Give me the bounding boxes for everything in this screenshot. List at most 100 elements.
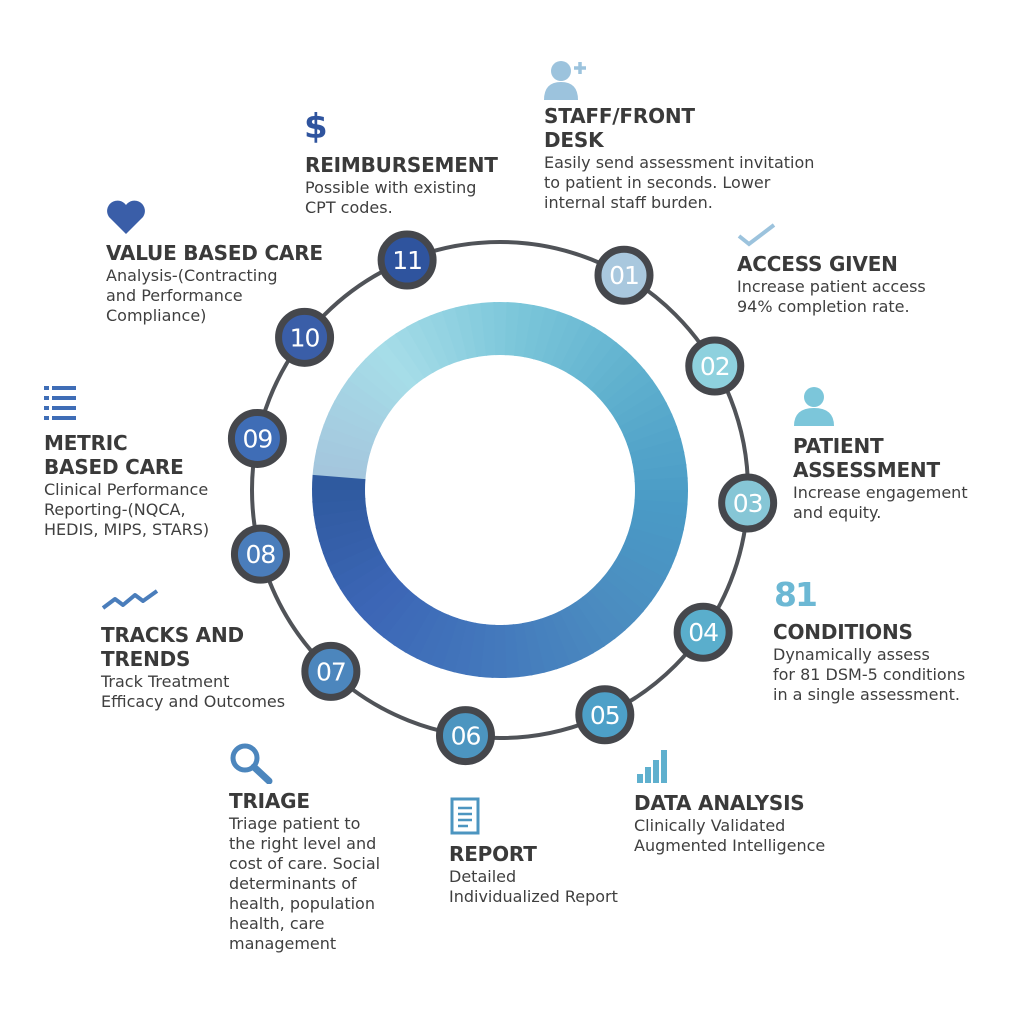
person-icon xyxy=(794,387,834,426)
donut-segment xyxy=(550,315,585,370)
document-icon xyxy=(450,797,480,835)
step-node-06: 06 xyxy=(435,706,495,766)
donut-segment xyxy=(566,601,606,654)
donut-segment xyxy=(589,583,636,632)
add-user-icon xyxy=(544,61,586,100)
donut-segment xyxy=(514,303,535,358)
step-02-title: ACCESS GIVEN xyxy=(737,252,898,276)
donut-segment xyxy=(522,620,546,676)
list-icon xyxy=(44,386,76,420)
donut-segment xyxy=(541,311,573,366)
donut-segment xyxy=(503,624,520,678)
step-node-circle xyxy=(673,602,733,662)
step-node-11: 11 xyxy=(377,230,437,290)
donut-segment xyxy=(629,518,684,544)
donut-segment xyxy=(429,310,460,365)
step-node-08: 08 xyxy=(230,524,290,584)
step-node-circle xyxy=(275,307,335,367)
donut-segment xyxy=(328,400,382,436)
donut-segment xyxy=(596,576,645,623)
step-node-10: 10 xyxy=(275,307,335,367)
donut-segment xyxy=(312,488,366,504)
donut-segment xyxy=(312,461,367,481)
donut-segment xyxy=(633,463,688,482)
step-node-02: 02 xyxy=(685,336,745,396)
donut-segment xyxy=(355,357,404,404)
donut-segment xyxy=(629,438,685,464)
donut-segment xyxy=(394,326,434,379)
trend-line-icon xyxy=(101,589,159,610)
donut-segment xyxy=(417,314,451,369)
donut-segment xyxy=(354,575,403,621)
step-10-title: VALUE BASED CARE xyxy=(106,241,323,265)
donut-segment xyxy=(441,307,469,362)
step-06-title: REPORT xyxy=(449,842,537,866)
donut-segment xyxy=(608,561,660,603)
donut-segment xyxy=(384,333,426,384)
step-node-circle xyxy=(685,336,745,396)
donut-segment xyxy=(480,302,497,356)
donut-segment xyxy=(374,340,419,390)
step-node-circle xyxy=(301,641,361,701)
donut-segment xyxy=(581,590,626,640)
step-node-circle xyxy=(435,706,495,766)
donut-segment xyxy=(322,534,377,567)
donut-segment xyxy=(315,516,371,542)
donut-segment xyxy=(602,569,653,613)
donut-segment xyxy=(531,618,559,673)
donut-segment xyxy=(404,606,441,659)
step-node-circle xyxy=(230,524,290,584)
step-05-title: DATA ANALYSIS xyxy=(634,791,805,815)
step-node-number: 08 xyxy=(246,540,276,569)
donut-segment xyxy=(452,620,477,676)
step-node-number: 11 xyxy=(392,246,422,275)
donut-segment xyxy=(626,527,681,557)
donut-segment xyxy=(363,582,410,630)
donut-segment xyxy=(493,302,509,356)
donut-segment xyxy=(465,622,486,677)
step-node-number: 06 xyxy=(451,722,481,751)
donut-segment xyxy=(583,341,628,391)
donut-segment xyxy=(597,359,646,405)
donut-segment xyxy=(634,476,688,492)
donut-segment xyxy=(575,334,618,385)
donut-segment xyxy=(559,321,596,374)
donut-segment xyxy=(334,388,387,427)
donut-segment xyxy=(319,423,374,453)
donut-segment xyxy=(549,611,583,666)
donut-segment xyxy=(623,413,678,446)
step-node-number: 07 xyxy=(316,657,346,686)
donut-segment xyxy=(440,617,468,673)
magnifier-icon xyxy=(230,743,273,784)
donut-segment xyxy=(622,536,677,569)
step-node-circle xyxy=(594,245,654,305)
donut-segment xyxy=(364,348,411,397)
step-04-title: CONDITIONS xyxy=(773,620,913,644)
donut-segment xyxy=(618,544,672,580)
step-node-number: 05 xyxy=(590,701,620,730)
donut-segment xyxy=(613,553,666,592)
donut-segment xyxy=(491,624,507,678)
progress-donut xyxy=(312,302,688,678)
donut-segment xyxy=(393,601,433,653)
donut-segment xyxy=(415,610,450,665)
